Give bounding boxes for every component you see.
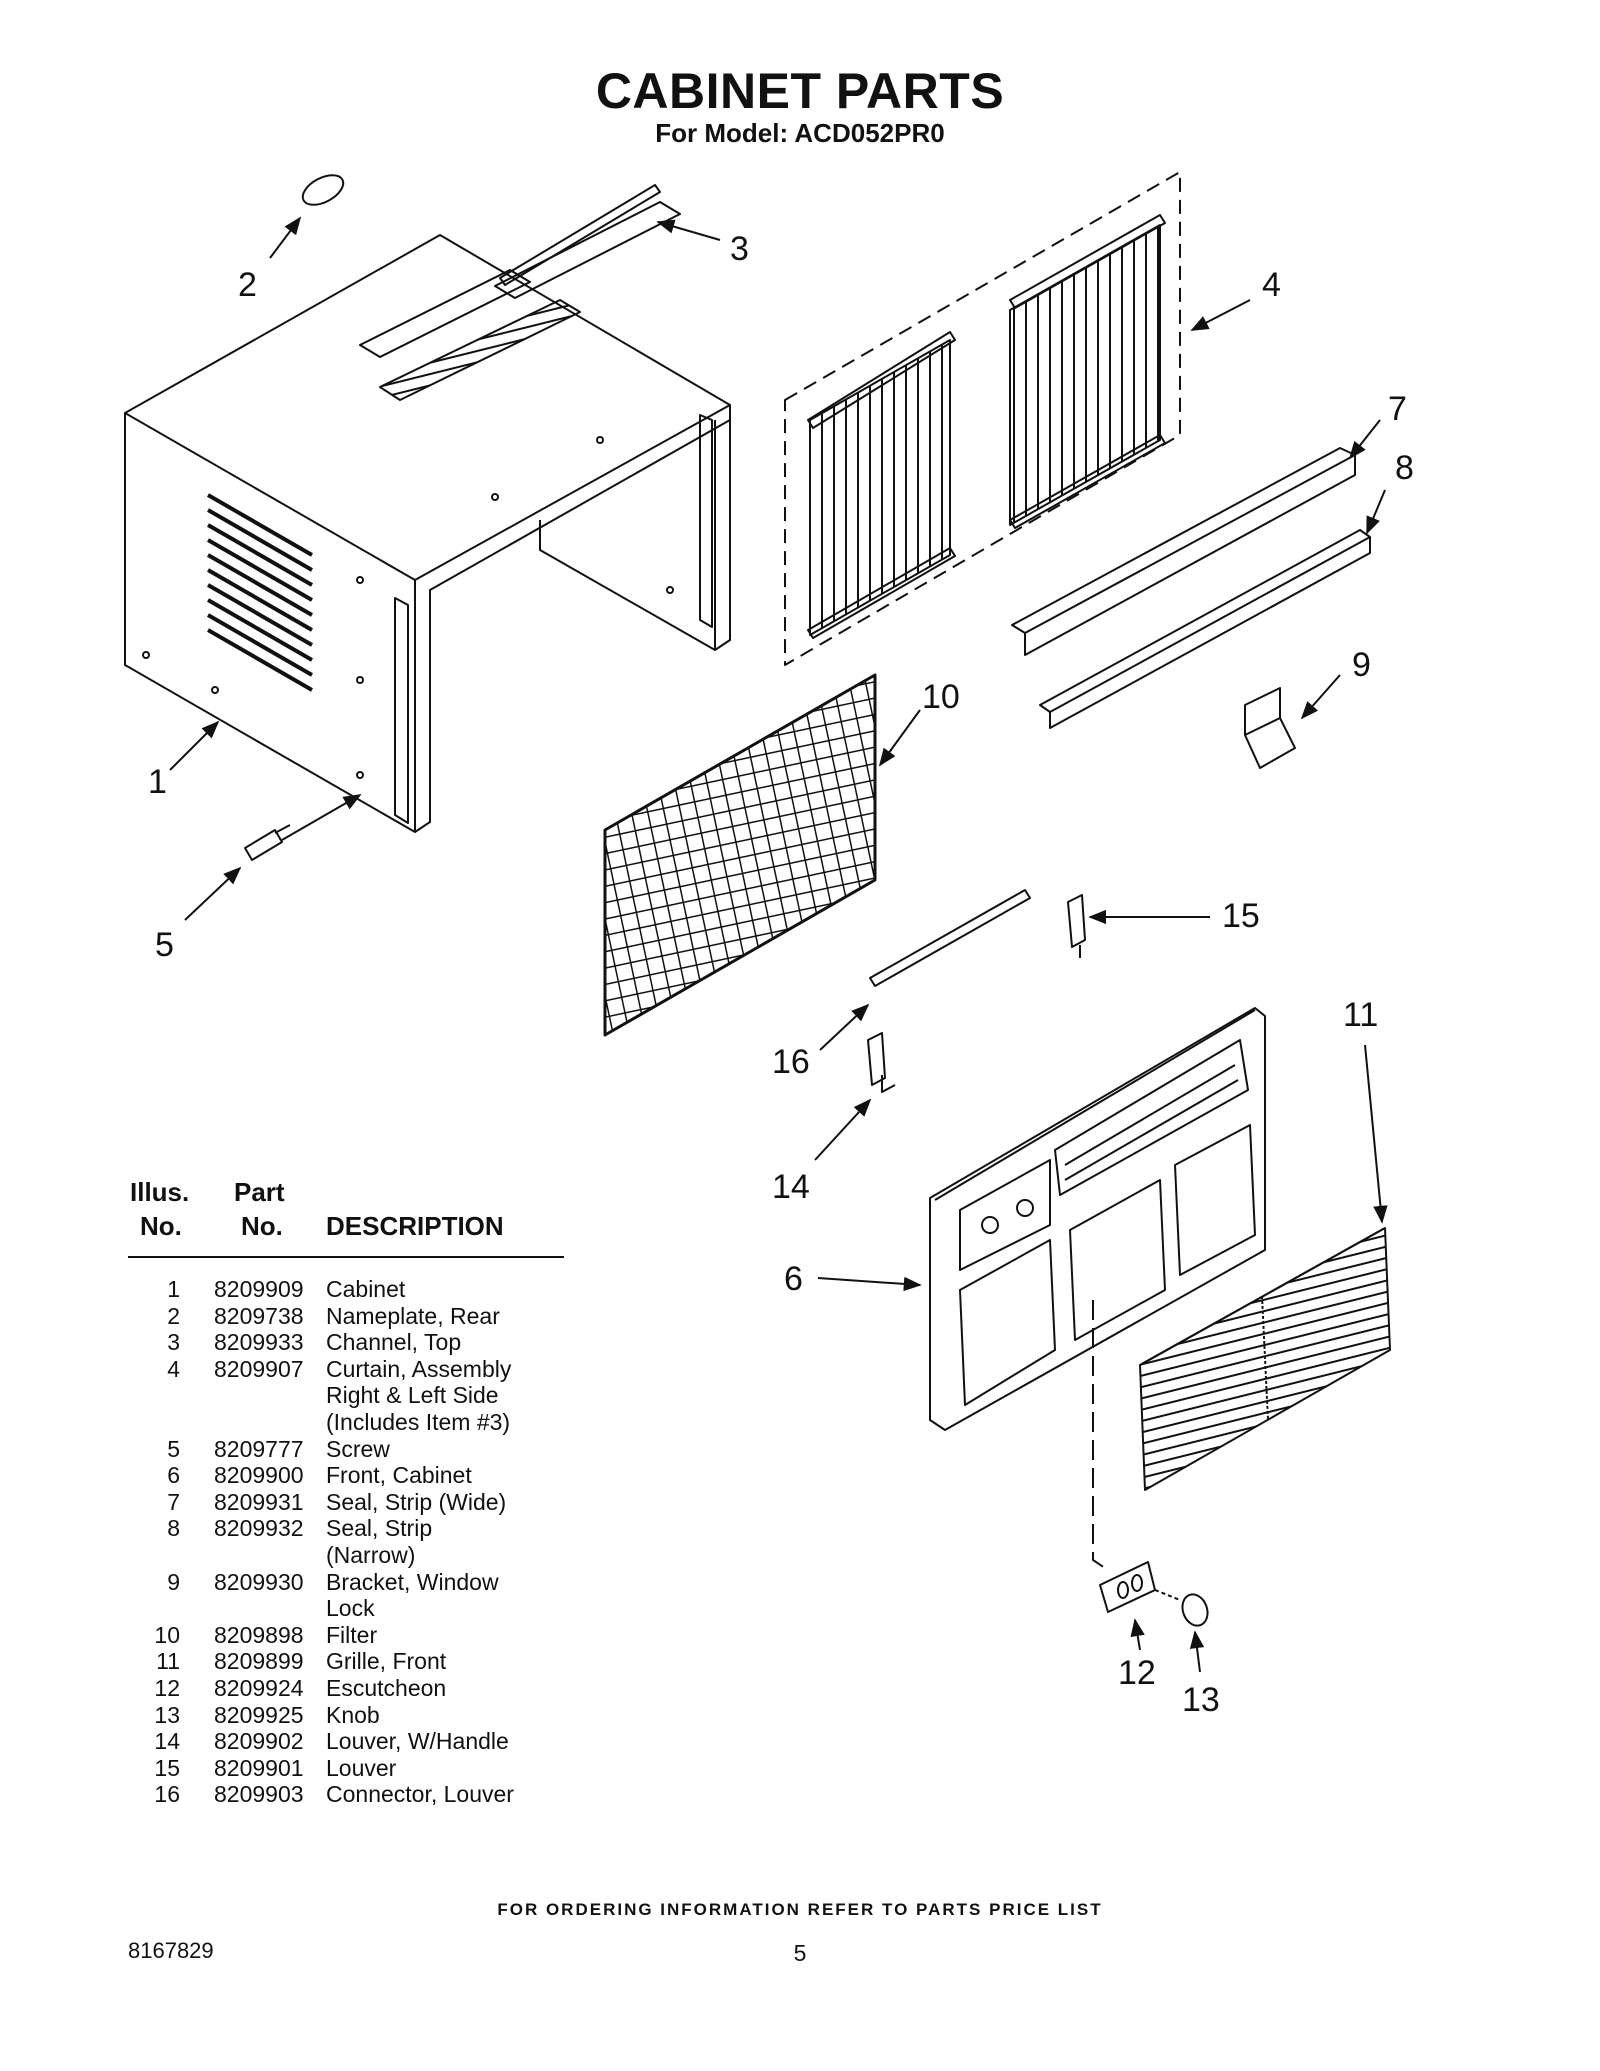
part-description: Grille, Front: [326, 1648, 447, 1675]
illus-number: 11: [156, 1648, 180, 1675]
part-description: Connector, Louver: [326, 1781, 514, 1808]
illus-number: 7: [167, 1488, 180, 1515]
nameplate-drawing: [301, 174, 345, 206]
callout-2: 2: [238, 266, 257, 304]
part-number: 8209901: [214, 1754, 304, 1781]
header-part-line1: Part: [234, 1177, 285, 1207]
screw-drawing: [244, 824, 291, 861]
illus-number: 9: [167, 1568, 180, 1595]
header-divider: [128, 1256, 564, 1258]
illus-number: 10: [154, 1621, 180, 1648]
part-description: Knob: [326, 1701, 380, 1728]
callout-11: 11: [1343, 996, 1379, 1034]
part-number: 8209909: [214, 1276, 304, 1302]
escutcheon-drawing: [1099, 1561, 1156, 1613]
part-description: Louver, W/Handle: [326, 1728, 509, 1755]
callout-10: 10: [922, 678, 960, 716]
callout-6: 6: [784, 1260, 803, 1298]
part-description: Curtain, Assembly Right & Left Side (Inc…: [326, 1355, 512, 1435]
illus-number: 4: [167, 1355, 180, 1382]
illus-number: 14: [154, 1728, 180, 1755]
callout-9: 9: [1352, 646, 1371, 684]
page-title: CABINET PARTS: [595, 63, 1005, 119]
callout-7: 7: [1388, 390, 1407, 428]
callout-13: 13: [1182, 1681, 1220, 1719]
part-number: 8209738: [214, 1302, 304, 1329]
part-number: 8209930: [214, 1568, 304, 1595]
part-number: 8209924: [214, 1675, 304, 1701]
part-number: 8209900: [214, 1462, 304, 1489]
part-description: Bracket, Window Lock: [326, 1568, 499, 1622]
knob-drawing: [1154, 1589, 1209, 1627]
seal-strips-drawing: [1011, 447, 1371, 729]
grille-drawing: [1139, 1227, 1391, 1491]
illus-number: 3: [167, 1329, 180, 1356]
curtains-drawing: [784, 171, 1181, 666]
header-part-line2: No.: [241, 1211, 283, 1241]
header-description: DESCRIPTION: [326, 1211, 504, 1241]
document-number: 8167829: [128, 1938, 214, 1963]
part-description: Seal, Strip (Wide): [326, 1488, 507, 1515]
illus-number: 16: [154, 1781, 180, 1808]
part-number: 8209933: [214, 1329, 304, 1356]
ordering-note: FOR ORDERING INFORMATION REFER TO PARTS …: [497, 1900, 1103, 1919]
top-channel-drawing: [499, 184, 661, 286]
callout-5: 5: [155, 926, 174, 964]
page-number: 5: [793, 1940, 807, 1966]
part-number: 8209907: [214, 1355, 304, 1382]
part-description: Screw: [326, 1435, 390, 1462]
model-subtitle: For Model: ACD052PR0: [655, 118, 945, 148]
callout-4: 4: [1262, 266, 1281, 304]
callout-14: 14: [772, 1168, 810, 1206]
illus-number: 15: [154, 1754, 180, 1781]
part-description: Escutcheon: [326, 1675, 447, 1701]
part-number: 8209931: [214, 1488, 304, 1515]
part-description: Nameplate, Rear: [326, 1302, 500, 1329]
part-number: 8209932: [214, 1515, 304, 1542]
part-description: Cabinet: [326, 1276, 406, 1302]
bracket-drawing: [1244, 687, 1296, 769]
louver-handle-drawing: [867, 1032, 896, 1093]
illus-number: 8: [167, 1515, 180, 1542]
part-number: 8209898: [214, 1621, 304, 1648]
header-illus-line1: Illus.: [130, 1177, 190, 1207]
callout-15: 15: [1222, 897, 1260, 935]
illus-number: 6: [167, 1462, 180, 1489]
illus-number: 13: [154, 1701, 180, 1728]
callout-16: 16: [772, 1043, 810, 1081]
part-number: 8209777: [214, 1435, 304, 1462]
part-description: Filter: [326, 1621, 378, 1648]
part-description: Front, Cabinet: [326, 1462, 472, 1489]
callout-8: 8: [1395, 449, 1414, 487]
illus-number: 1: [167, 1276, 180, 1302]
louver-drawing: [1067, 894, 1086, 958]
callout-12: 12: [1118, 1654, 1156, 1692]
part-description: Seal, Strip (Narrow): [326, 1515, 433, 1568]
callout-1: 1: [148, 763, 167, 801]
filter-drawing: [603, 673, 877, 1037]
cabinet-drawing: [124, 201, 731, 833]
header-illus-line2: No.: [140, 1211, 182, 1241]
part-number: 8209903: [214, 1781, 304, 1808]
callout-3: 3: [730, 230, 749, 268]
front-cabinet-drawing: [929, 1007, 1266, 1431]
part-description: Louver: [326, 1754, 397, 1781]
part-number: 8209902: [214, 1728, 304, 1755]
louver-connector-drawing: [869, 889, 1031, 987]
callout-leaders: [169, 216, 1388, 1673]
illus-number: 12: [154, 1675, 180, 1701]
part-description: Channel, Top: [326, 1329, 462, 1356]
illus-number: 2: [167, 1302, 180, 1329]
part-number: 8209899: [214, 1648, 304, 1675]
illus-number: 5: [167, 1435, 180, 1462]
part-number: 8209925: [214, 1701, 304, 1728]
